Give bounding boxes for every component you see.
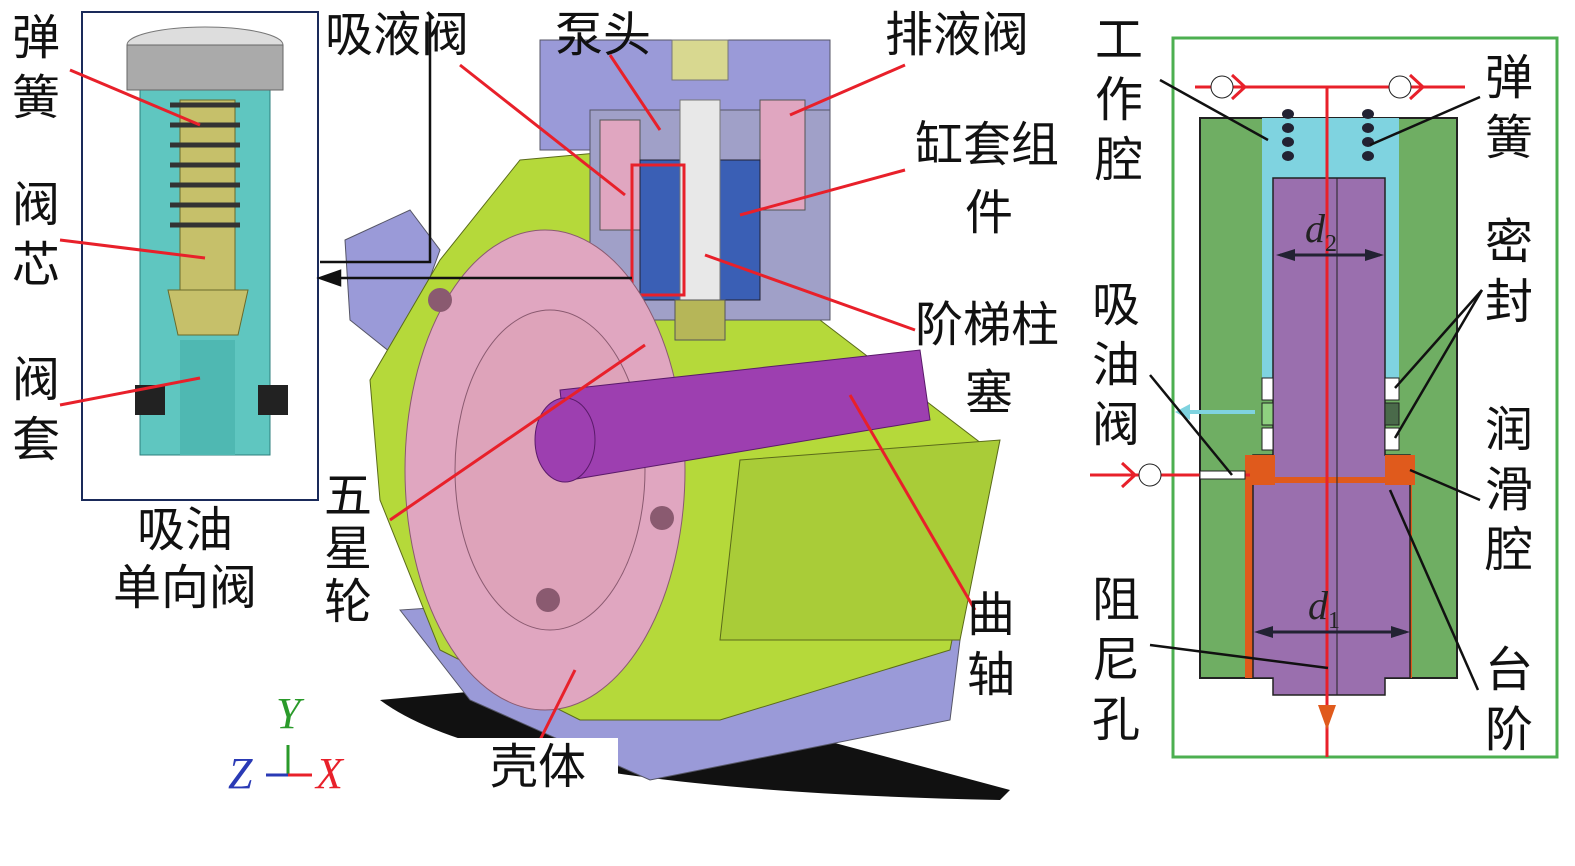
label-check-valve-1: 吸油 xyxy=(136,502,233,558)
label-check-valve-2: 单向阀 xyxy=(112,560,257,616)
spring-coils xyxy=(170,102,240,228)
schematic-leaders xyxy=(1149,78,1484,691)
label-spring-right: 弹簧 xyxy=(1484,50,1533,166)
label-seal: 密封 xyxy=(1484,214,1533,330)
label-step: 台阶 xyxy=(1484,642,1533,758)
axis-triad xyxy=(266,745,312,777)
label-pump-head: 泵头 xyxy=(555,7,652,63)
spring-dots xyxy=(1282,109,1374,161)
label-lubrication-chamber: 润滑腔 xyxy=(1484,402,1533,578)
label-suction-valve: 吸液阀 xyxy=(325,7,470,63)
axis-x-label: X xyxy=(316,749,343,798)
label-stepped-plunger-2: 塞 xyxy=(965,365,1014,421)
label-d1: d1 xyxy=(1308,582,1340,635)
label-housing: 壳体 xyxy=(490,739,587,795)
label-spring: 弹簧 xyxy=(11,10,60,126)
label-crankshaft: 曲轴 xyxy=(966,587,1015,703)
d1-symbol: d xyxy=(1308,583,1328,628)
label-working-chamber: 工作腔 xyxy=(1094,12,1143,188)
dimension-arrows xyxy=(1258,253,1406,634)
d2-subscript: 2 xyxy=(1325,231,1337,257)
axis-z-label: Z xyxy=(228,749,253,798)
inset-callout-arrow xyxy=(316,15,632,287)
main-leaders xyxy=(389,54,977,741)
plunger-schematic xyxy=(1090,36,1559,759)
label-valve-sleeve: 阀套 xyxy=(11,352,60,468)
label-discharge-valve: 排液阀 xyxy=(885,7,1030,63)
check-valve-inset xyxy=(81,11,319,501)
label-stepped-plunger-1: 阶梯柱 xyxy=(915,297,1060,353)
d2-symbol: d xyxy=(1305,206,1325,251)
inset-leaders xyxy=(59,68,206,407)
label-valve-core: 阀芯 xyxy=(11,177,60,293)
label-cylinder-assembly-1: 缸套组 xyxy=(915,117,1060,173)
label-oil-suction-valve: 吸油阀 xyxy=(1091,277,1140,453)
pump-cad-model xyxy=(344,39,1001,781)
axis-y-label: Y xyxy=(276,689,301,738)
label-damping-hole: 阻尼孔 xyxy=(1091,572,1140,748)
label-star-wheel: 五星轮 xyxy=(323,468,372,630)
label-d2: d2 xyxy=(1305,205,1337,258)
housing-label-bg xyxy=(448,738,618,798)
d1-subscript: 1 xyxy=(1328,608,1340,634)
flow-lines xyxy=(1090,73,1465,757)
label-cylinder-assembly-2: 件 xyxy=(965,185,1014,241)
